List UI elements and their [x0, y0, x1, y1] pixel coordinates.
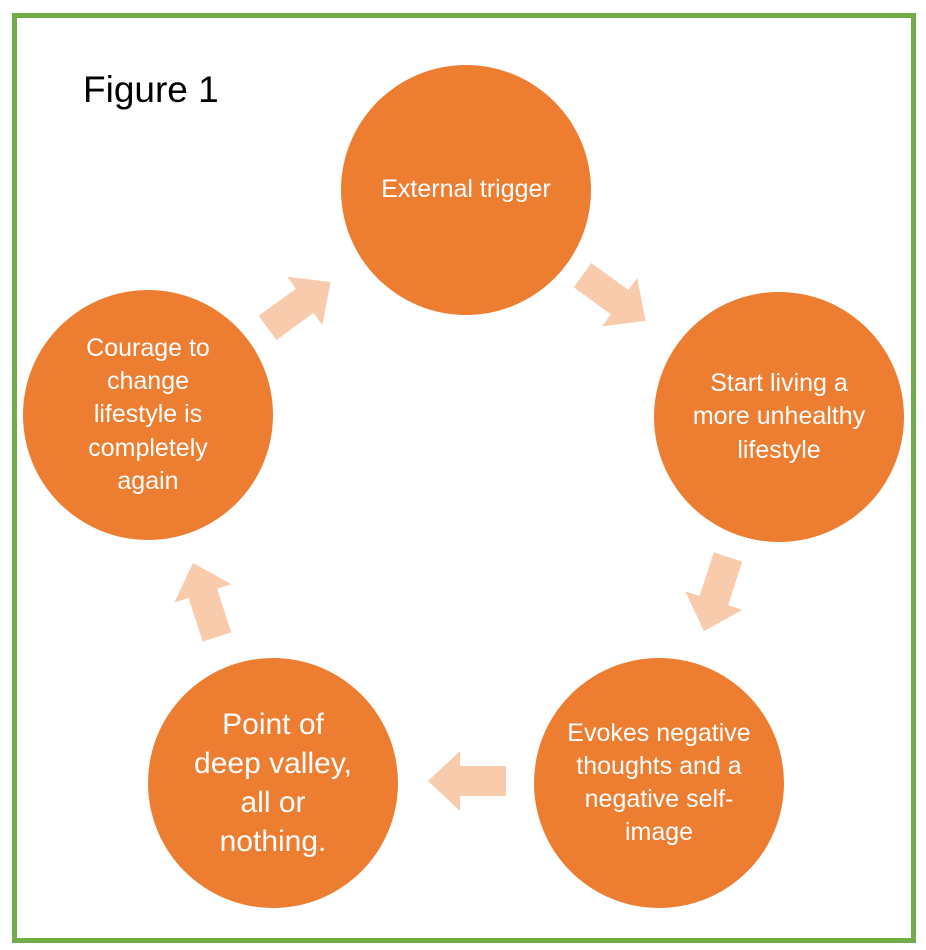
cycle-node-courage-to-change: Courage to change lifestyle is completel…	[23, 290, 273, 540]
cycle-arrow-icon	[164, 554, 245, 647]
cycle-node-label: Point of deep valley, all or nothing.	[194, 708, 352, 858]
cycle-arrow-icon	[675, 548, 756, 641]
cycle-node-label: Start living a more unhealthy lifestyle	[692, 369, 866, 464]
cycle-node-external-trigger: External trigger	[341, 65, 591, 315]
cycle-arrow-icon	[565, 251, 663, 345]
cycle-arrow-icon	[250, 258, 348, 352]
cycle-node-unhealthy-lifestyle: Start living a more unhealthy lifestyle	[654, 292, 904, 542]
cycle-node-deep-valley: Point of deep valley, all or nothing.	[148, 658, 398, 908]
cycle-node-label: Evokes negative thoughts and a negative …	[567, 718, 751, 847]
cycle-node-negative-thoughts: Evokes negative thoughts and a negative …	[534, 658, 784, 908]
cycle-arrow-icon	[428, 751, 506, 811]
cycle-node-label: External trigger	[381, 175, 551, 204]
cycle-node-label: Courage to change lifestyle is completel…	[86, 333, 210, 495]
figure-title: Figure 1	[83, 69, 219, 110]
